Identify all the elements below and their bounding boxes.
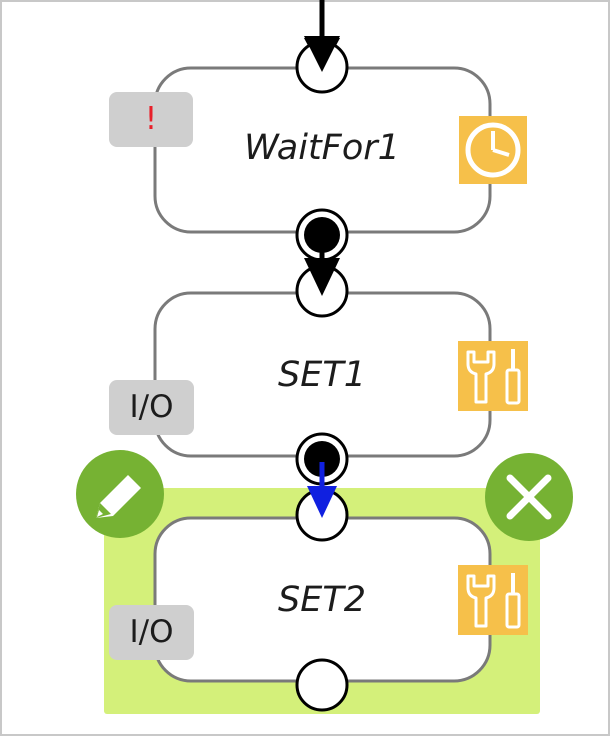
waitfor1-output-dot bbox=[304, 217, 340, 253]
close-icon bbox=[506, 474, 552, 520]
node-set2-label: SET2 bbox=[278, 580, 366, 620]
pencil-icon bbox=[96, 475, 141, 518]
io-badge: I/O bbox=[109, 380, 194, 435]
waitfor1-input-arrow-head bbox=[304, 36, 340, 72]
tools-icon bbox=[458, 565, 528, 635]
tools-icon bbox=[458, 341, 528, 411]
set2-output-port[interactable] bbox=[295, 658, 349, 712]
warning-badge: ! bbox=[109, 92, 193, 147]
io-badge: I/O bbox=[109, 605, 194, 660]
set1-output-dot bbox=[304, 441, 340, 477]
clock-icon bbox=[459, 116, 527, 184]
node-waitfor1-label: WaitFor1 bbox=[244, 128, 400, 168]
edit-button[interactable] bbox=[76, 450, 164, 538]
node-set1-label: SET1 bbox=[278, 355, 366, 395]
connector-2-head bbox=[307, 486, 337, 518]
connector-1-head bbox=[304, 258, 340, 296]
delete-button[interactable] bbox=[485, 453, 573, 541]
